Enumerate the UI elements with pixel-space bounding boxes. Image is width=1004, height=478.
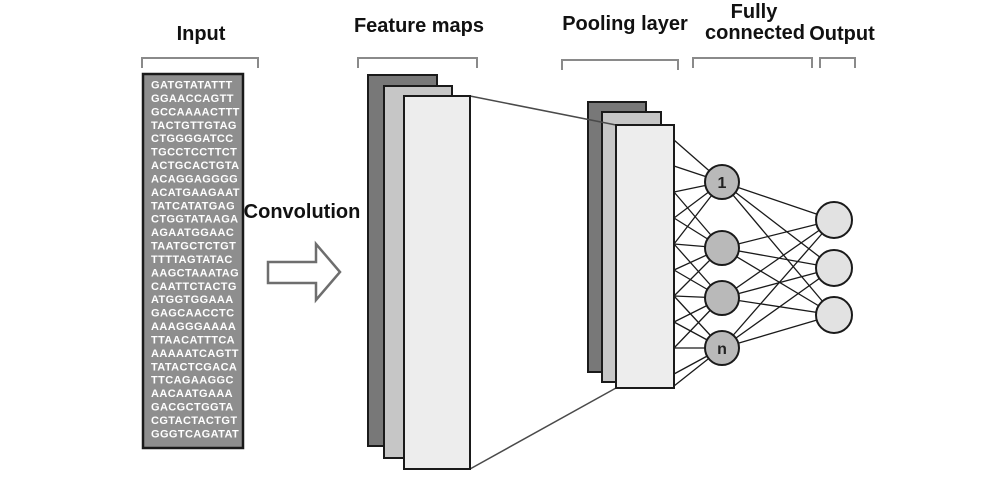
dna-sequence-row: GATGTATATTT <box>151 80 233 92</box>
fully-connected-nodes: 1 n <box>704 164 740 366</box>
dna-sequence-row: TATACTCGACA <box>151 361 237 373</box>
dna-sequence-row: CTGGGGATCC <box>151 133 234 145</box>
projection-line-bottom <box>469 387 617 470</box>
dna-sequence-row: GGAACCAGTT <box>151 93 234 105</box>
feature-map-front <box>403 95 471 470</box>
fully-connected-bracket <box>692 57 813 68</box>
output-bracket <box>819 57 856 68</box>
connection-line <box>721 219 835 249</box>
dna-sequence-row: AAAGGGAAAA <box>151 321 236 333</box>
fully-connected-label-line1: Fully <box>731 1 779 23</box>
dna-sequence-row: TATCATATGAG <box>151 200 235 212</box>
feature-maps-label: Feature maps <box>354 15 484 37</box>
output-label: Output <box>809 23 875 45</box>
dna-sequence-row: GCCAAAACTTT <box>151 106 240 118</box>
connection-line <box>721 181 835 269</box>
input-box <box>141 72 245 450</box>
fc-node-3 <box>704 280 740 316</box>
input-label: Input <box>177 23 226 45</box>
connection-line <box>721 181 835 316</box>
connection-line <box>721 247 835 316</box>
dna-sequence-row: CGTACTACTGT <box>151 415 237 427</box>
dna-sequence-row: CAATTCTACTG <box>151 281 237 293</box>
feature-maps-bracket <box>357 57 478 68</box>
fc-node-n <box>704 330 740 366</box>
convolution-label: Convolution <box>244 201 361 223</box>
input-bracket <box>141 57 259 68</box>
fc-node-1 <box>704 164 740 200</box>
connection-line <box>721 181 835 221</box>
fc-node-n-label: n <box>717 341 727 358</box>
output-node-3 <box>815 296 853 334</box>
connection-line <box>721 219 835 349</box>
fc-node-1-label: 1 <box>718 175 727 192</box>
output-nodes <box>815 201 853 334</box>
dna-sequence-row: TTTTAGTATAC <box>151 254 233 266</box>
connection-line <box>721 219 835 299</box>
dna-sequence-row: GACGCTGGTA <box>151 402 234 414</box>
projection-line-top <box>469 95 617 126</box>
convolution-arrow-icon <box>266 240 342 304</box>
pooling-front <box>615 124 675 389</box>
dna-sequence-row: TTCAGAAGGC <box>151 375 234 387</box>
output-node-2 <box>815 249 853 287</box>
output-node-1 <box>815 201 853 239</box>
dna-sequence-row: ACATGAAGAAT <box>151 187 240 199</box>
dna-sequence-row: ACTGCACTGTA <box>151 160 240 172</box>
dna-sequence-row: TACTGTTGTAG <box>151 120 237 132</box>
dna-sequence-row: AGAATGGAAC <box>151 227 234 239</box>
connection-line <box>721 267 835 299</box>
dna-sequence-row: GGGTCAGATAT <box>151 428 239 440</box>
dna-sequence-row: AACAATGAAA <box>151 388 233 400</box>
fc-node-2 <box>704 230 740 266</box>
connection-line <box>721 267 835 349</box>
dna-sequence-row: AAGCTAAATAG <box>151 267 239 279</box>
dna-sequence-row: TAATGCTCTGT <box>151 241 236 253</box>
dna-sequence-row: GAGCAACCTC <box>151 308 234 320</box>
dna-sequence-row: ATGGTGGAAA <box>151 294 234 306</box>
dna-sequence-row: ACAGGAGGGG <box>151 173 238 185</box>
dna-sequence-row: TGCCTCCTTCT <box>151 147 237 159</box>
fully-connected-label-line2: connected <box>705 22 805 44</box>
connection-line <box>721 314 835 349</box>
pooling-layer-label: Pooling layer <box>562 13 688 35</box>
dna-sequence-row: TTAACATTTCA <box>151 335 235 347</box>
dna-sequence-row: AAAAATCAGTT <box>151 348 239 360</box>
pooling-bracket <box>561 59 679 70</box>
dna-sequence-row: CTGGTATAAGA <box>151 214 239 226</box>
